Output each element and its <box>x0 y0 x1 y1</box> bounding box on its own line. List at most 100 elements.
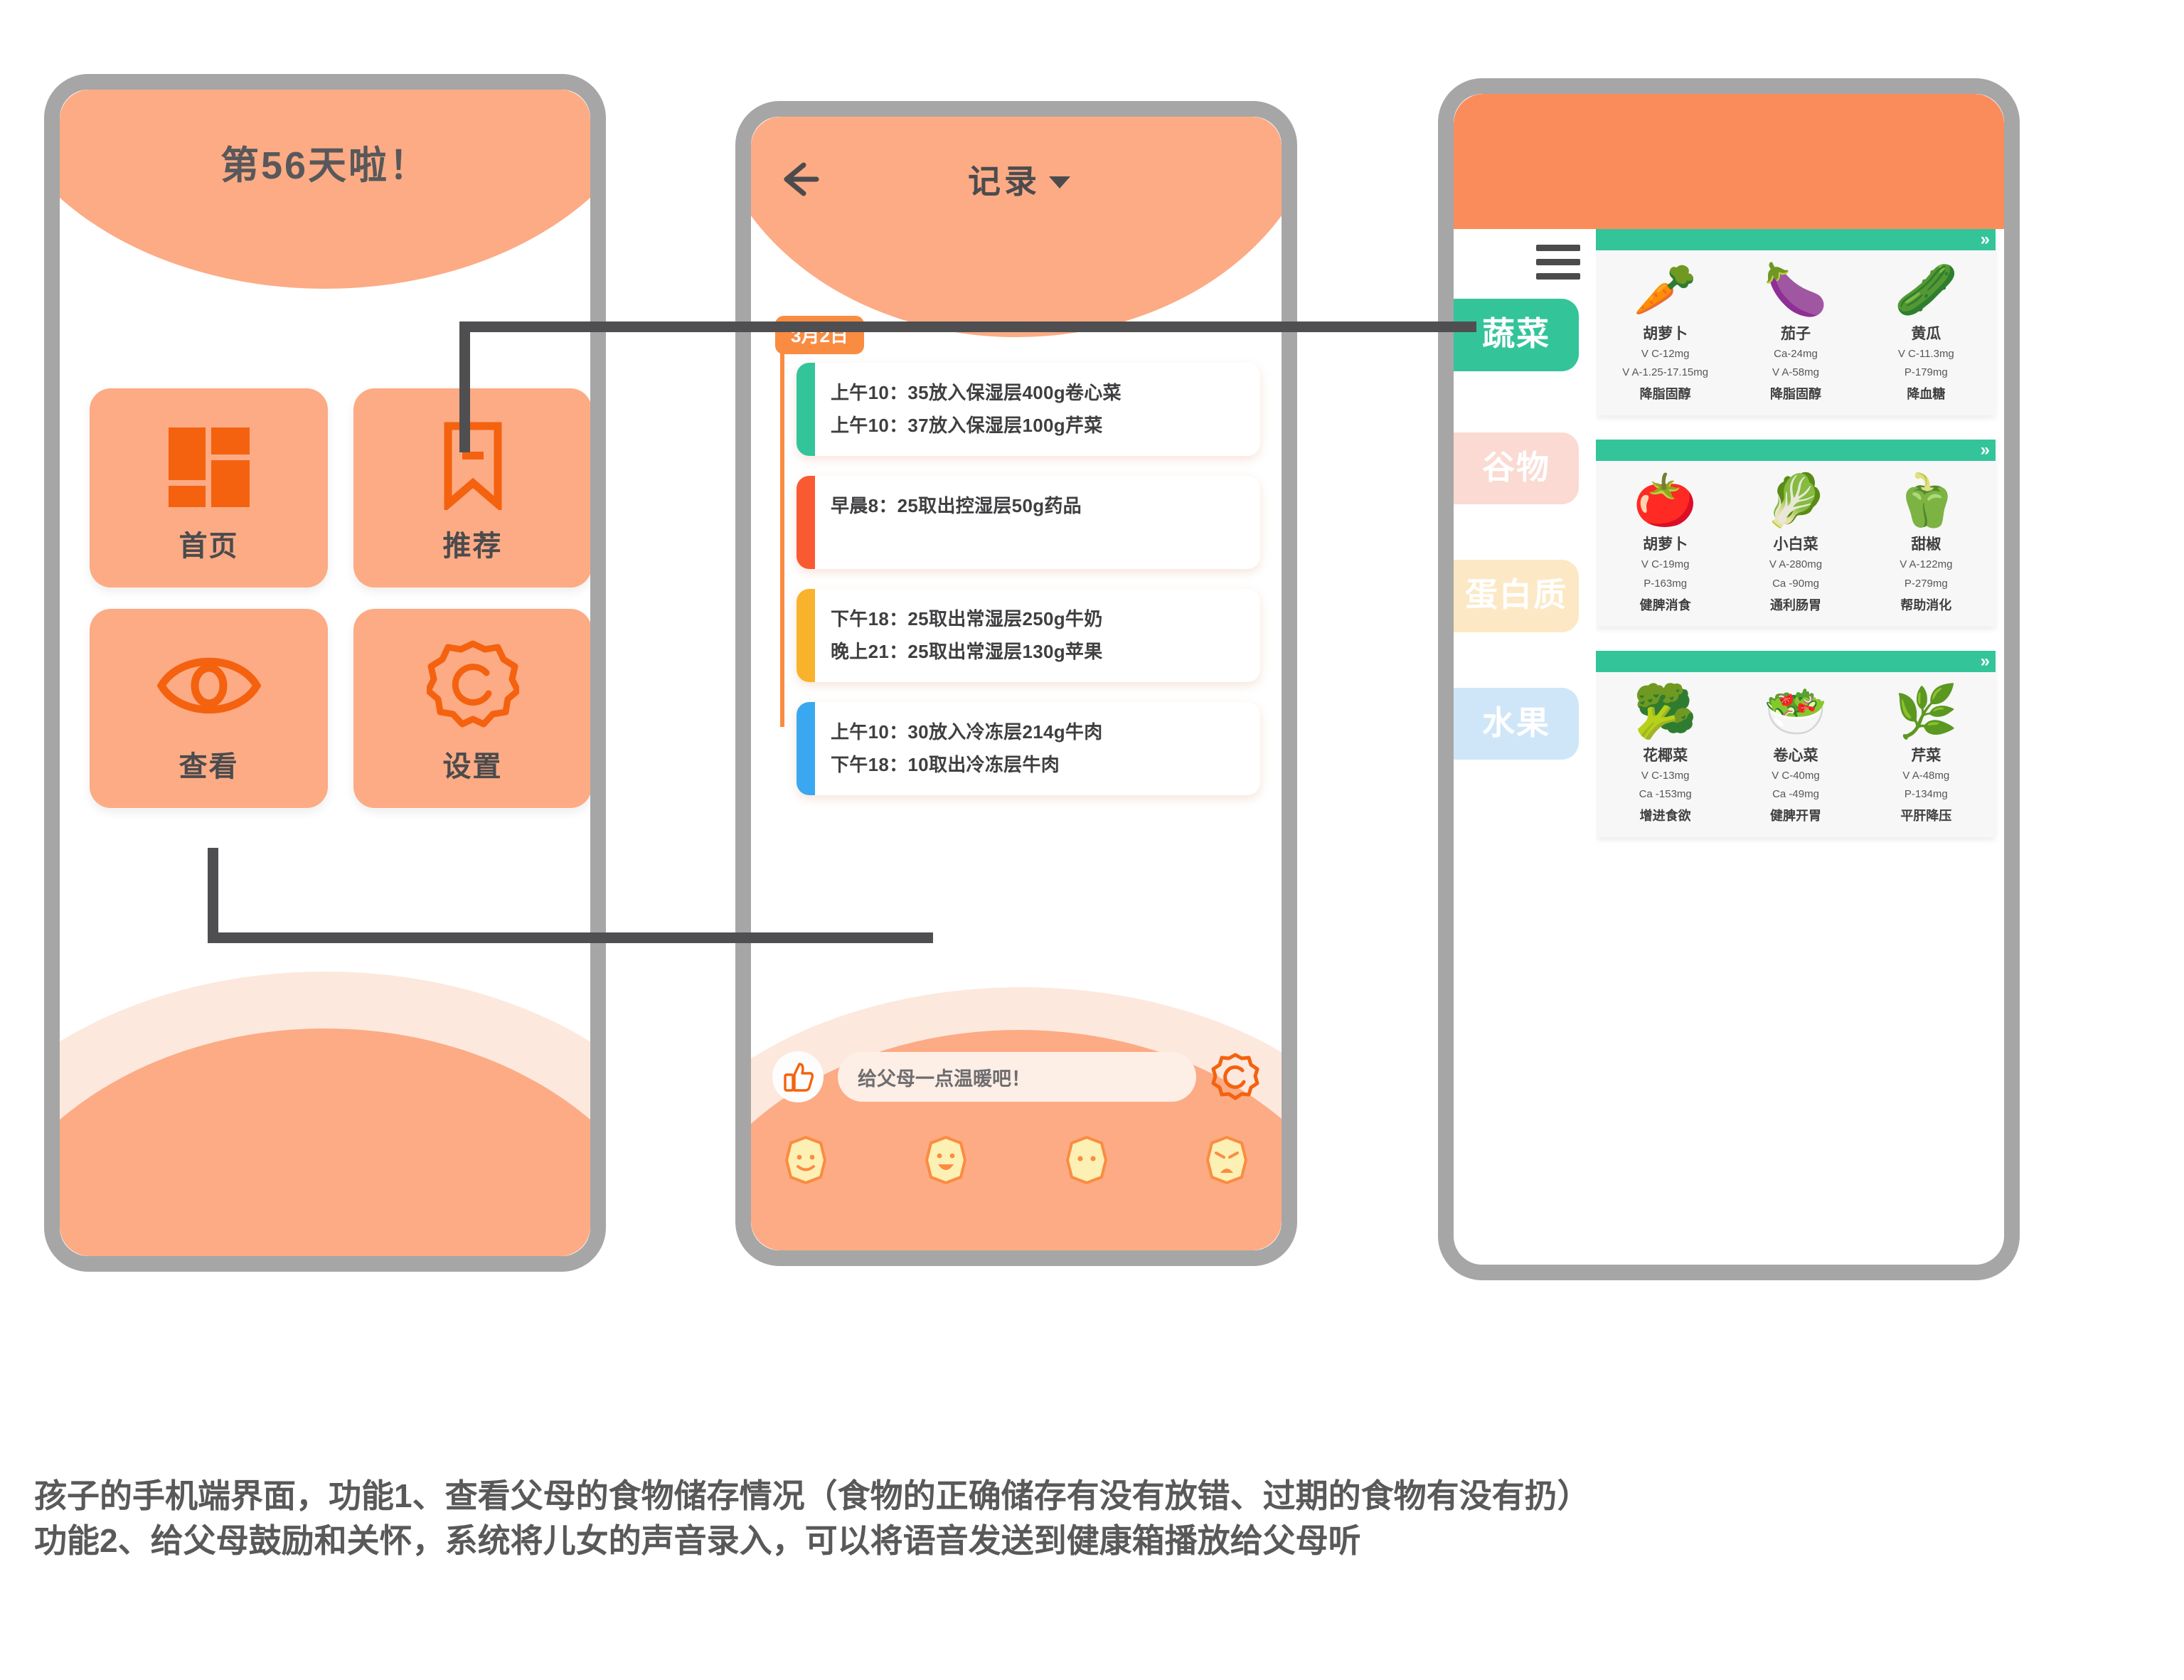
sidebar-item-fruits[interactable]: 水果 <box>1454 687 1579 760</box>
neutral-emoji[interactable] <box>1065 1135 1109 1188</box>
tile-home[interactable]: 首页 <box>90 388 328 588</box>
nutrient-line: V A-280mg <box>1769 558 1823 571</box>
nutrient-line: V C-11.3mg <box>1897 347 1954 360</box>
phone2-screen: 记录 3月2日 上午10：35放入保湿层400g卷心菜 上午10：37放入保湿层… <box>751 117 1282 1250</box>
food-card[interactable]: 🥕 胡萝卜 V C-12mg V A-1.25-17.15mg 降脂固醇 <box>1600 260 1730 403</box>
caption-line-2: 功能2、给父母鼓励和关怀，系统将儿女的声音录入，可以将语音发送到健康箱播放给父母… <box>34 1522 1361 1560</box>
food-name: 卷心菜 <box>1773 747 1818 764</box>
sidebar-item-vegetables[interactable]: 蔬菜 <box>1454 299 1579 371</box>
food-card[interactable]: 🌿 芹菜 V A-48mg P-134mg 平肝降压 <box>1861 682 1991 824</box>
phone-mockup-home: 第56天啦！ 首页 <box>44 74 606 1272</box>
bokchoy-icon: 🥬 <box>1764 472 1828 530</box>
tile-view[interactable]: 查看 <box>90 609 328 808</box>
nutrient-line: V C-19mg <box>1641 558 1690 571</box>
grin-emoji[interactable] <box>924 1135 968 1188</box>
eggplant-icon: 🍆 <box>1764 262 1828 319</box>
benefit-tag: 通利肠胃 <box>1769 597 1821 612</box>
message-compose-row: 给父母一点温暖吧！ <box>772 1051 1260 1102</box>
food-card[interactable]: 🥬 小白菜 V A-280mg Ca -90mg 通利肠胃 <box>1730 471 1860 613</box>
records-body: 3月2日 上午10：35放入保湿层400g卷心菜 上午10：37放入保湿层100… <box>751 316 1282 1250</box>
food-name: 小白菜 <box>1773 536 1818 553</box>
smile-emoji[interactable] <box>784 1135 828 1188</box>
nutrient-line: V A-58mg <box>1772 366 1819 379</box>
record-line: 上午10：30放入冷冻层214g牛肉 <box>831 721 1103 743</box>
reaction-emoji-row <box>784 1135 1249 1188</box>
nutrient-line: P-163mg <box>1644 577 1688 590</box>
home-tile-grid: 首页 推荐 <box>90 388 590 808</box>
angry-emoji[interactable] <box>1205 1135 1249 1188</box>
records-title-dropdown[interactable]: 记录 <box>824 156 1215 203</box>
double-chevron-right-icon: » <box>1980 651 1991 671</box>
food-card-panel[interactable]: » 🥕 胡萝卜 V C-12mg V A-1.25-17.15mg 降脂固醇 <box>1596 229 2004 1265</box>
caret-down-icon <box>1049 176 1070 188</box>
card-lines: 上午10：35放入保湿层400g卷心菜 上午10：37放入保湿层100g芹菜 <box>815 363 1260 456</box>
tile-settings[interactable]: 设置 <box>353 609 590 808</box>
card-lines: 早晨8：25取出控湿层50g药品 <box>815 476 1260 569</box>
food-row: 🍅 胡萝卜 V C-19mg P-163mg 健脾消食 🥬 小白菜 V A-28… <box>1596 461 1996 626</box>
nutrient-line: V C-13mg <box>1641 769 1690 782</box>
slide-caption: 孩子的手机端界面，功能1、查看父母的食物储存情况（食物的正确储存有没有放错、过期… <box>34 1474 2161 1564</box>
tile-recommend[interactable]: 推荐 <box>353 388 590 588</box>
food-card[interactable]: 🥒 黄瓜 V C-11.3mg P-179mg 降血糖 <box>1861 260 1991 403</box>
food-row: 🥦 花椰菜 V C-13mg Ca -153mg 增进食欲 🥗 卷心菜 V C-… <box>1596 672 1996 837</box>
card-lines: 上午10：30放入冷冻层214g牛肉 下午18：10取出冷冻层牛肉 <box>815 702 1260 795</box>
food-block-header[interactable]: » <box>1596 440 1996 462</box>
category-sidebar: 蔬菜 谷物 蛋白质 水果 <box>1454 229 1596 1265</box>
benefit-tag: 健脾开胃 <box>1769 809 1821 824</box>
tomato-icon: 🍅 <box>1633 472 1698 530</box>
thumbs-up-icon[interactable] <box>772 1051 824 1102</box>
food-card[interactable]: 🥦 花椰菜 V C-13mg Ca -153mg 增进食欲 <box>1600 682 1730 824</box>
nutrient-line: P-179mg <box>1904 366 1948 379</box>
double-chevron-right-icon: » <box>1980 230 1991 249</box>
nutrient-line: V C-40mg <box>1772 769 1820 782</box>
back-arrow-icon[interactable] <box>775 155 824 203</box>
nutrient-line: Ca -153mg <box>1639 788 1692 801</box>
nutrient-line: Ca -49mg <box>1772 788 1819 801</box>
benefit-tag: 降脂固醇 <box>1639 387 1691 402</box>
tile-label: 设置 <box>442 751 503 782</box>
category-label: 谷物 <box>1482 448 1550 486</box>
card-accent-bar <box>797 363 815 456</box>
food-block-header[interactable]: » <box>1596 650 1996 672</box>
bellpepper-icon: 🫑 <box>1894 472 1959 530</box>
food-card[interactable]: 🍆 茄子 Ca-24mg V A-58mg 降脂固醇 <box>1730 260 1860 403</box>
food-name: 花椰菜 <box>1643 747 1688 764</box>
timeline-card-list: 上午10：35放入保湿层400g卷心菜 上午10：37放入保湿层100g芹菜 早… <box>797 363 1260 815</box>
nutrient-line: V A-1.25-17.15mg <box>1622 366 1709 379</box>
record-line: 晚上21：25取出常湿层130g苹果 <box>831 640 1103 662</box>
connector-horizontal-view <box>208 932 933 943</box>
caption-line-1: 孩子的手机端界面，功能1、查看父母的食物储存情况（食物的正确储存有没有放错、过期… <box>34 1477 1590 1514</box>
timeline-card[interactable]: 下午18：25取出常湿层250g牛奶 晚上21：25取出常湿层130g苹果 <box>797 589 1260 682</box>
food-block-header[interactable]: » <box>1596 229 1996 250</box>
page-title: 记录 <box>968 163 1040 200</box>
carrot-icon: 🥕 <box>1633 262 1698 319</box>
sidebar-item-protein[interactable]: 蛋白质 <box>1454 560 1579 632</box>
food-block: » 🥦 花椰菜 V C-13mg Ca -153mg 增进食欲 <box>1596 650 1996 838</box>
day-counter-title: 第56天啦！ <box>220 144 430 187</box>
food-name: 甜椒 <box>1911 536 1941 553</box>
food-block: » 🥕 胡萝卜 V C-12mg V A-1.25-17.15mg 降脂固醇 <box>1596 229 1996 416</box>
food-block: » 🍅 胡萝卜 V C-19mg P-163mg 健脾消食 🥬 <box>1596 440 1996 627</box>
record-line-empty <box>831 523 1249 555</box>
double-chevron-right-icon: » <box>1980 440 1991 460</box>
tile-label: 查看 <box>179 751 239 782</box>
flower-gear-icon[interactable] <box>1210 1052 1260 1102</box>
timeline-card[interactable]: 上午10：35放入保湿层400g卷心菜 上午10：37放入保湿层100g芹菜 <box>797 363 1260 456</box>
benefit-tag: 降血糖 <box>1907 387 1946 402</box>
sidebar-item-grains[interactable]: 谷物 <box>1454 432 1579 505</box>
message-input[interactable]: 给父母一点温暖吧！ <box>838 1052 1196 1102</box>
food-card[interactable]: 🫑 甜椒 V A-122mg P-279mg 帮助消化 <box>1861 471 1991 613</box>
hamburger-menu-icon[interactable] <box>1536 245 1580 280</box>
nutrient-line: V A-48mg <box>1902 769 1950 782</box>
eye-icon <box>156 632 262 739</box>
timeline-card[interactable]: 上午10：30放入冷冻层214g牛肉 下午18：10取出冷冻层牛肉 <box>797 702 1260 795</box>
header-blob <box>751 117 1282 337</box>
food-card[interactable]: 🍅 胡萝卜 V C-19mg P-163mg 健脾消食 <box>1600 471 1730 613</box>
record-line: 下午18：25取出常湿层250g牛奶 <box>831 608 1103 629</box>
category-label: 蔬菜 <box>1482 315 1550 352</box>
phone1-screen: 第56天啦！ 首页 <box>60 90 590 1256</box>
food-card[interactable]: 🥗 卷心菜 V C-40mg Ca -49mg 健脾开胃 <box>1730 682 1860 824</box>
timeline-card[interactable]: 早晨8：25取出控湿层50g药品 <box>797 476 1260 569</box>
benefit-tag: 健脾消食 <box>1639 597 1691 612</box>
food-name: 黄瓜 <box>1911 325 1941 342</box>
